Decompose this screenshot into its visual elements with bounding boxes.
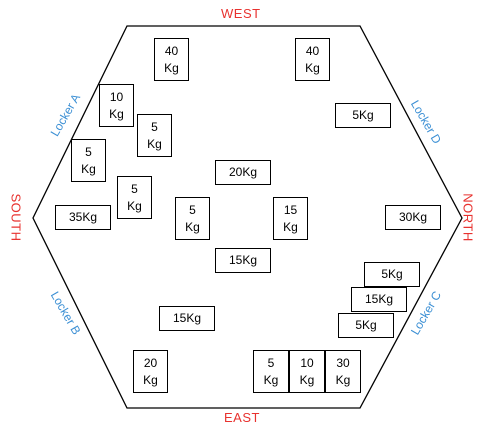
weight-box: 5 Kg <box>253 350 289 393</box>
weight-box: 15Kg <box>159 306 215 331</box>
weight-box: 30 Kg <box>325 350 361 393</box>
weight-box: 15 Kg <box>273 197 308 240</box>
weight-box: 5 Kg <box>175 197 210 240</box>
weight-box: 40 Kg <box>295 38 330 81</box>
direction-west: WEST <box>221 6 261 21</box>
weight-box: 10 Kg <box>289 350 325 393</box>
weight-box: 15Kg <box>351 287 407 312</box>
weight-box: 15Kg <box>215 248 271 273</box>
direction-south: SOUTH <box>8 193 24 242</box>
weight-box: 20Kg <box>215 160 271 185</box>
weight-box: 20 Kg <box>133 350 168 393</box>
weight-box: 5Kg <box>338 313 394 338</box>
weight-box: 40 Kg <box>154 38 189 81</box>
weight-box: 5Kg <box>335 103 391 128</box>
weight-box: 5 Kg <box>117 176 152 219</box>
weight-box: 5 Kg <box>71 139 106 182</box>
direction-north: NORTH <box>460 193 476 242</box>
weight-box: 30Kg <box>385 205 441 230</box>
direction-east: EAST <box>224 410 260 425</box>
weight-box: 35Kg <box>55 205 111 230</box>
weight-box: 10 Kg <box>99 84 134 127</box>
weight-box: 5 Kg <box>137 114 172 157</box>
weight-box: 5Kg <box>364 262 420 287</box>
